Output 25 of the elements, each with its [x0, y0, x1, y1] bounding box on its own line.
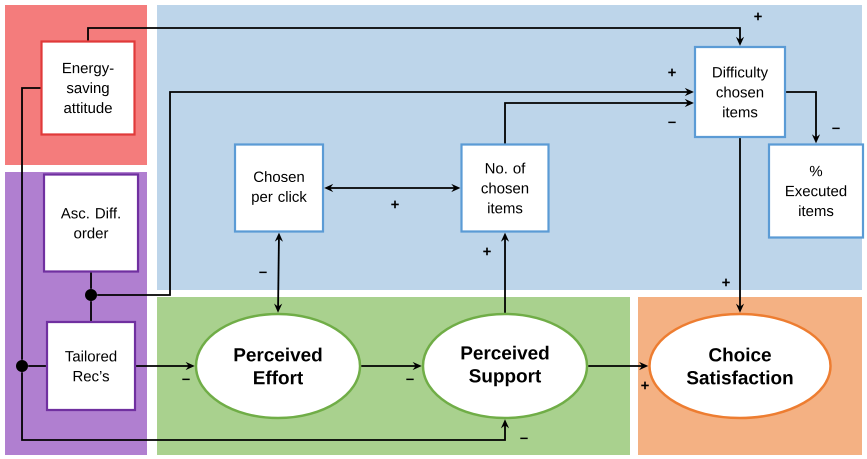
sign-label: –	[406, 378, 414, 380]
connector-line	[21, 87, 40, 360]
sign-label: +	[754, 12, 762, 20]
sign-label: –	[668, 122, 676, 124]
sign-label: +	[391, 200, 399, 208]
variable-box: Chosen per click	[234, 143, 324, 233]
variable-box: Tailored Rec’s	[46, 320, 136, 412]
sign-label: –	[182, 378, 190, 380]
sign-label: +	[722, 278, 730, 286]
connector-line	[90, 301, 92, 321]
variable-box: % Executed items	[768, 143, 864, 239]
variable-box: Asc. Diff. order	[42, 173, 140, 273]
sign-label: –	[520, 438, 528, 440]
junction-dot	[85, 289, 97, 301]
sign-label: –	[832, 128, 840, 130]
connector-line	[90, 272, 92, 289]
sign-label: +	[483, 248, 491, 256]
variable-box: Difficulty chosen items	[694, 46, 786, 138]
variable-box: Energy-saving attitude	[40, 40, 136, 136]
sign-label: +	[668, 68, 676, 76]
junction-dot	[16, 360, 28, 372]
sign-label: –	[259, 272, 267, 274]
variable-box: No. of chosen items	[460, 143, 550, 233]
sign-label: +	[641, 382, 649, 390]
connector-line	[28, 365, 46, 367]
